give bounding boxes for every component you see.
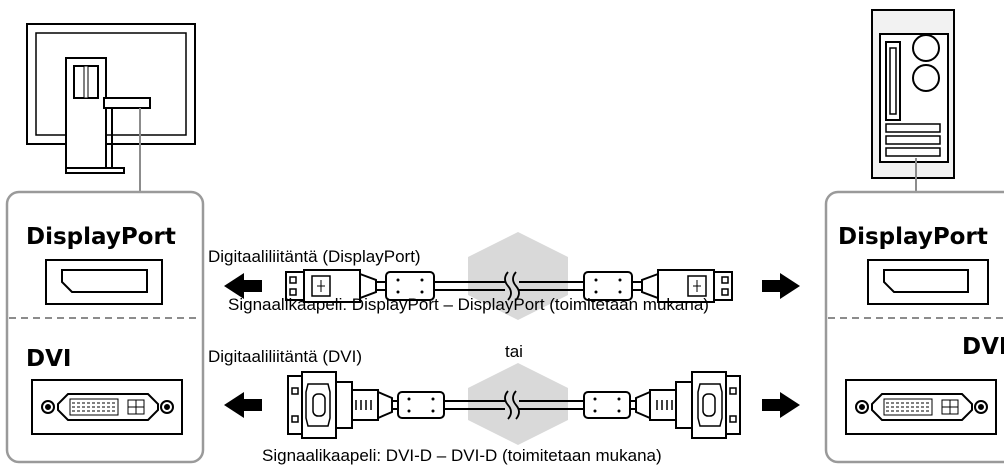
pc-dvi-label: DVI [962,334,1004,360]
cable-break-icon [504,271,520,301]
dvi-cable [287,371,741,439]
dvi-cable-caption: Signaalikaapeli: DVI-D – DVI-D (toimitet… [262,446,662,465]
arrow-left-icon [224,392,262,418]
monitor-displayport-label: DisplayPort [26,224,176,250]
monitor-rear-icon [26,23,196,174]
displayport-socket-icon [45,259,163,305]
pc-displayport-label: DisplayPort [838,224,988,250]
dvi-socket-icon [31,379,183,435]
pc-tower-icon [871,9,955,179]
dvi-connector-caption: Digitaaliliitäntä (DVI) [208,347,362,366]
arrow-left-icon [224,273,262,299]
separator-word: tai [505,342,523,361]
displayport-cable-caption: Signaalikaapeli: DisplayPort – DisplayPo… [228,295,709,314]
arrow-right-icon [762,273,800,299]
pc-dvi-socket-icon [845,379,997,435]
pc-displayport-socket-icon [867,259,989,305]
displayport-cable [285,269,733,303]
cable-break-icon [504,390,520,420]
displayport-connector-caption: Digitaaliliitäntä (DisplayPort) [208,247,421,266]
arrow-right-icon [762,392,800,418]
monitor-dvi-label: DVI [26,346,71,372]
